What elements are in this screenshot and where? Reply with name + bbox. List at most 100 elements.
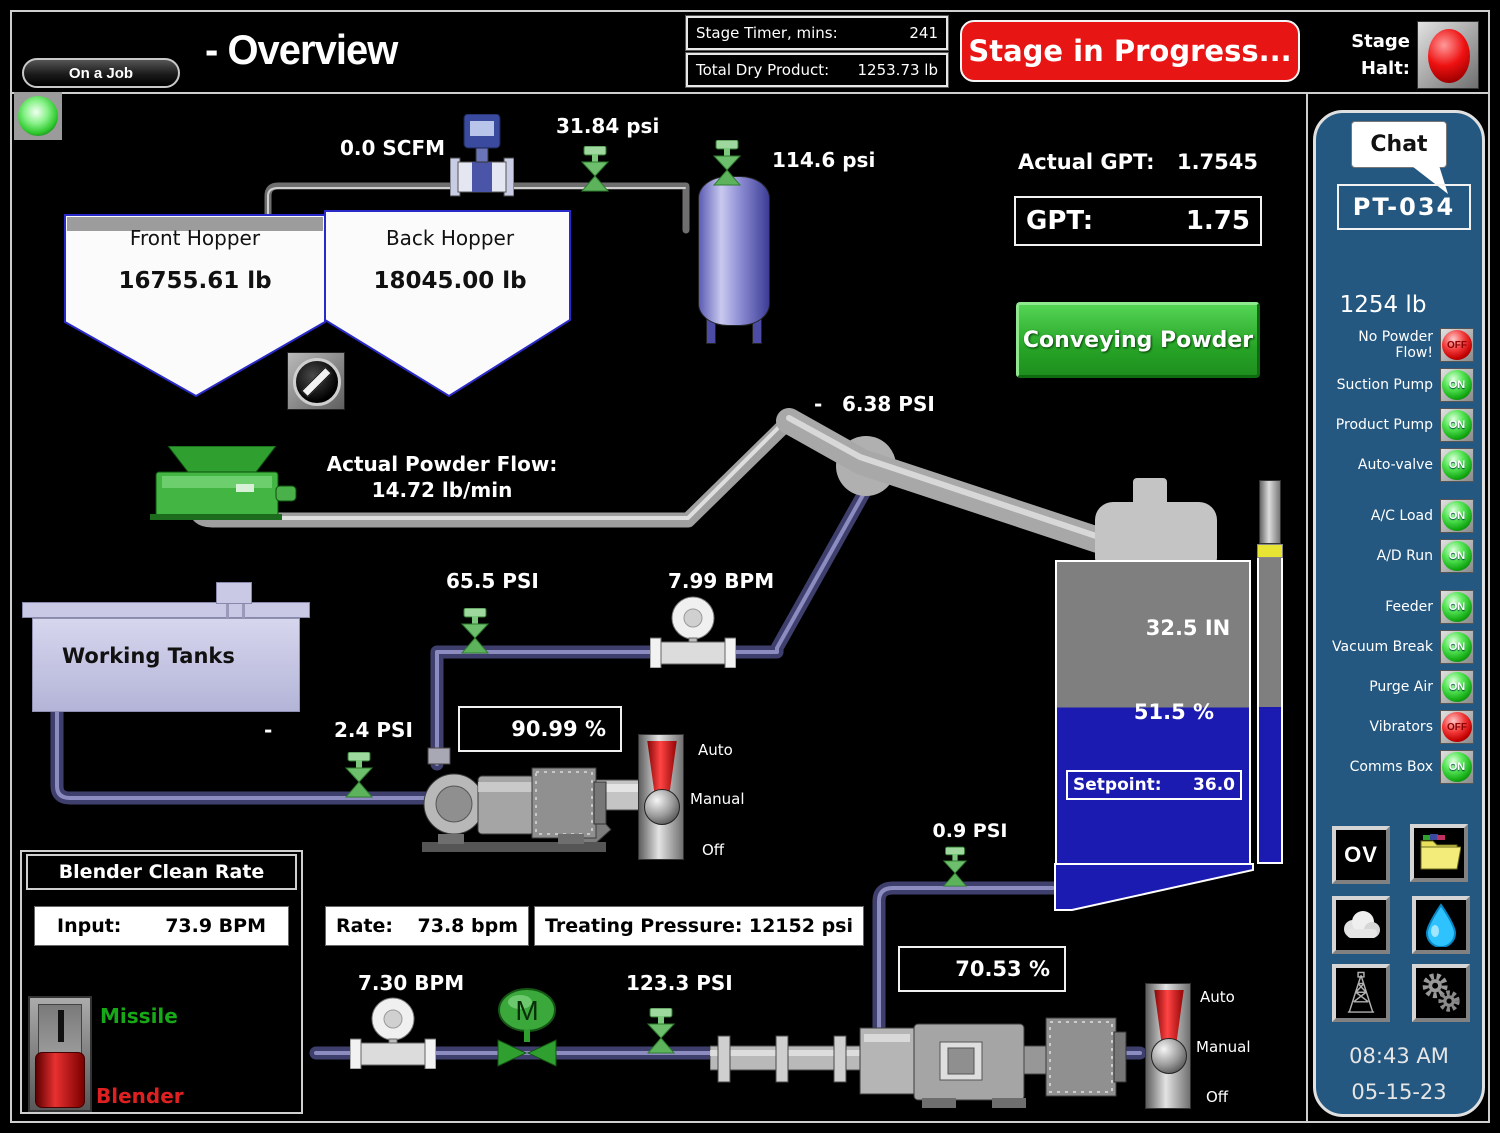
total-dry-value: 1253.73 lb: [857, 61, 939, 79]
status-label: Feeder: [1385, 599, 1433, 615]
status-row: Vacuum Break ON: [1318, 630, 1474, 664]
overview-nav-button[interactable]: OV: [1332, 826, 1390, 884]
vacuum-pressure-label: 6.38 PSI: [842, 392, 935, 416]
status-row: Vibrators OFF: [1318, 710, 1474, 744]
system-status-led[interactable]: [14, 92, 62, 140]
treating-pressure-value: 12152 psi: [748, 915, 853, 937]
weather-nav-button[interactable]: [1332, 896, 1390, 954]
working-tanks[interactable]: Working Tanks: [20, 582, 310, 714]
status-led-button[interactable]: ON: [1440, 590, 1474, 624]
boost-valve-icon[interactable]: [460, 608, 490, 654]
status-row: Suction Pump ON: [1318, 368, 1474, 402]
toggle-pivot-icon: [644, 789, 680, 825]
gears-icon: [1422, 973, 1460, 1012]
clock-date: 05-15-23: [1351, 1080, 1447, 1104]
led-icon: OFF: [1442, 712, 1472, 742]
main-right-border: [1306, 92, 1308, 1121]
pump-speed-box: 90.99 %: [458, 706, 622, 752]
files-nav-button[interactable]: [1410, 824, 1468, 882]
tank-pressure-label: 114.6 psi: [772, 148, 876, 172]
settings-nav-button[interactable]: [1412, 964, 1470, 1022]
well-nav-button[interactable]: [1332, 964, 1390, 1022]
status-led-button[interactable]: ON: [1440, 539, 1474, 573]
stage-in-progress-banner[interactable]: Stage in Progress...: [960, 20, 1300, 82]
derrick-icon: [1347, 971, 1375, 1013]
treating-valve-icon[interactable]: [646, 1008, 676, 1054]
suction-pressure-label: 2.4 PSI: [334, 718, 413, 742]
powder-feeder[interactable]: [148, 446, 298, 522]
red-button-icon: [1428, 29, 1470, 83]
slide-knob-icon: [35, 1052, 85, 1108]
tank-level-inches: 32.5 IN: [1145, 616, 1231, 640]
topbar-divider: [12, 92, 1488, 94]
fluids-nav-button[interactable]: [1412, 896, 1470, 954]
total-dry-label: Total Dry Product:: [696, 61, 830, 79]
treating-flow-label: 7.30 BPM: [358, 971, 465, 995]
status-led-button[interactable]: ON: [1440, 750, 1474, 784]
product-pump-mode-switch[interactable]: [1145, 983, 1191, 1109]
led-icon: ON: [1442, 370, 1472, 400]
status-label: Comms Box: [1349, 759, 1433, 775]
folder-icon: [1420, 834, 1461, 870]
status-row: A/D Run ON: [1318, 539, 1474, 573]
missile-blender-switch[interactable]: [28, 996, 92, 1112]
vacuum-tank[interactable]: [1055, 560, 1251, 866]
rate-box: Rate: 73.8 bpm: [325, 906, 529, 946]
status-led-button[interactable]: ON: [1440, 499, 1474, 533]
setpoint-value: 36.0: [1193, 775, 1235, 795]
job-status-button[interactable]: On a Job: [22, 58, 180, 88]
motor-valve[interactable]: M: [496, 988, 558, 1070]
status-led-button[interactable]: ON: [1440, 670, 1474, 704]
mode-off-label: Off: [1206, 1088, 1229, 1106]
blender-label: Blender: [96, 1084, 184, 1108]
treating-line-pressure-label: 123.3 PSI: [626, 971, 733, 995]
tank-outlet-valve-icon[interactable]: [942, 846, 968, 888]
gpt-setpoint-box[interactable]: GPT: 1.75: [1014, 196, 1262, 246]
conveying-powder-button[interactable]: Conveying Powder: [1016, 302, 1260, 378]
status-row: No Powder Flow! OFF: [1318, 328, 1474, 362]
unit-id-button[interactable]: PT-034: [1337, 184, 1471, 230]
status-label: Auto-valve: [1357, 457, 1433, 473]
tank-pressure-valve-icon[interactable]: [712, 140, 742, 186]
stage-halt-label: Stage Halt:: [1351, 31, 1410, 79]
level-sensor-icon: [1259, 480, 1281, 544]
stage-halt-button[interactable]: [1417, 21, 1479, 89]
actual-gpt-value: 1.7545: [1176, 150, 1258, 174]
status-led-button[interactable]: OFF: [1440, 328, 1474, 362]
air-flow-transmitter[interactable]: [450, 114, 514, 198]
tank-outlet-pressure-label: 0.9 PSI: [932, 820, 1008, 842]
chat-button[interactable]: Chat: [1351, 121, 1447, 168]
pump-mode-switch[interactable]: [638, 734, 684, 860]
vacuum-pressure-sign: -: [814, 392, 823, 416]
status-led-button[interactable]: ON: [1440, 368, 1474, 402]
status-led-button[interactable]: OFF: [1440, 710, 1474, 744]
clock-time: 08:43 AM: [1349, 1044, 1449, 1068]
back-hopper-name: Back Hopper: [385, 226, 515, 250]
hoppers-graphic[interactable]: [60, 200, 580, 405]
status-led-button[interactable]: ON: [1440, 408, 1474, 442]
led-icon: ON: [1442, 541, 1472, 571]
air-receiver-tank[interactable]: [698, 176, 770, 326]
status-led-button[interactable]: ON: [1440, 630, 1474, 664]
blender-input-box[interactable]: Input: 73.9 BPM: [34, 906, 289, 946]
page-title: - Overview: [205, 26, 398, 73]
tank-setpoint-box[interactable]: Setpoint: 36.0: [1066, 770, 1242, 800]
led-icon: ON: [1442, 752, 1472, 782]
suction-pump[interactable]: [418, 746, 610, 856]
status-label: Vacuum Break: [1332, 639, 1433, 655]
status-led-button[interactable]: ON: [1440, 448, 1474, 482]
status-row: Comms Box ON: [1318, 750, 1474, 784]
product-pump[interactable]: [852, 1010, 1130, 1110]
tank-level-gauge: [1257, 556, 1283, 864]
toggle-pivot-icon: [1151, 1038, 1187, 1074]
air-valve-icon[interactable]: [580, 146, 610, 192]
mode-manual-label: Manual: [1196, 1038, 1251, 1056]
gpt-label: GPT:: [1026, 206, 1094, 236]
led-icon: OFF: [1442, 330, 1472, 360]
droplet-icon: [1425, 903, 1457, 947]
hopper-selector-switch[interactable]: [287, 352, 345, 410]
suction-valve-icon[interactable]: [344, 752, 374, 798]
level-sensor-band: [1257, 544, 1283, 558]
outer-frame: [10, 10, 1490, 1123]
powder-flow-label: Actual Powder Flow:: [326, 452, 558, 476]
